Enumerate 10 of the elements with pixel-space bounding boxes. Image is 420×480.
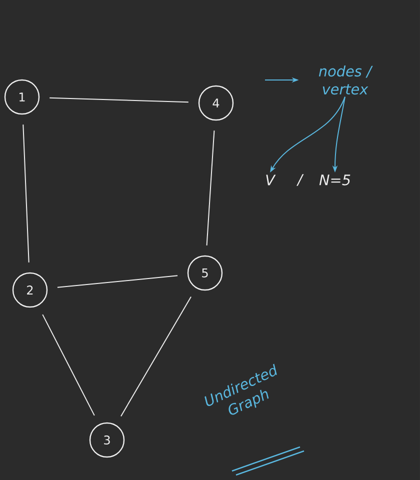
handwritten-label: N=5 [319,174,350,186]
graph-edge [56,275,178,288]
graph-edge [120,296,192,417]
graph-edge [49,97,189,103]
slash-mark: / [296,174,304,186]
graph-edge [22,124,30,263]
handwritten-label: V [266,174,276,186]
graph-edge [206,130,215,246]
graph-edge [42,314,95,416]
handwritten-note: nodes / vertex [318,65,373,95]
